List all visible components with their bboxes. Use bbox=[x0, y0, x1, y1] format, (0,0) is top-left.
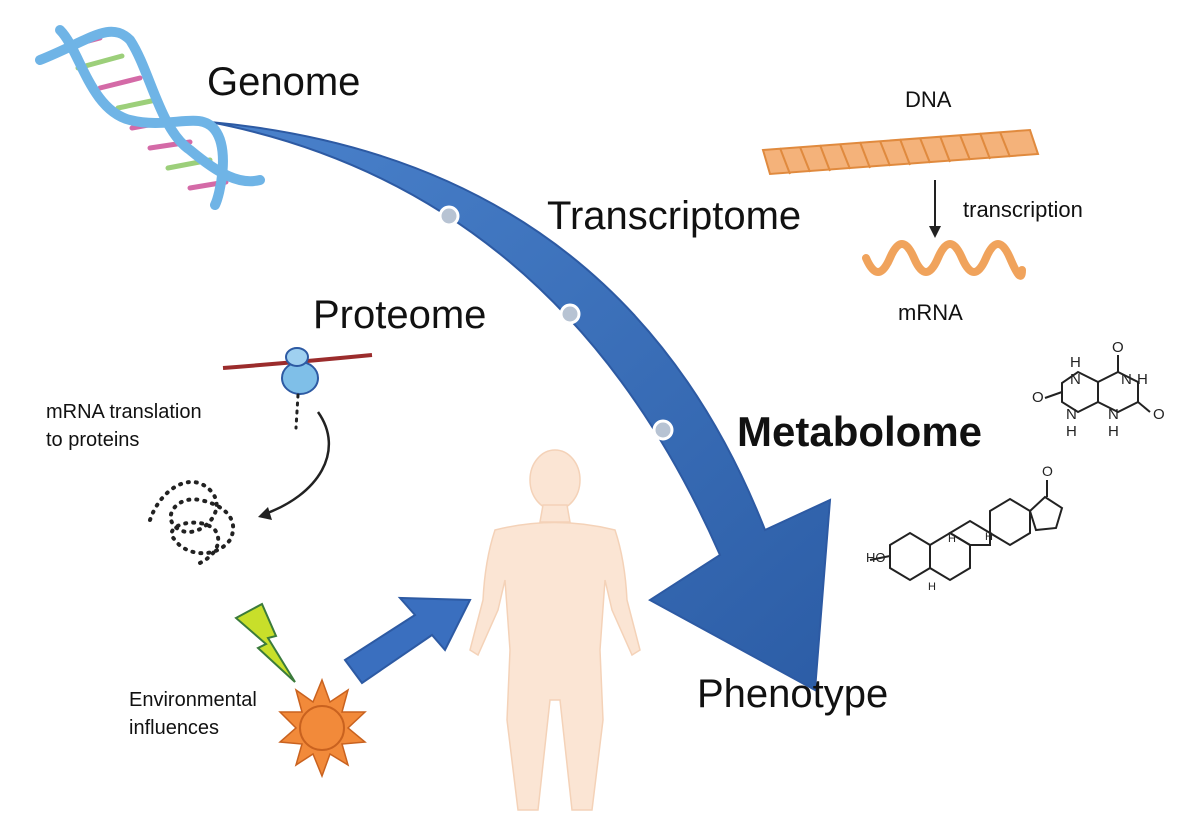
svg-text:H: H bbox=[948, 533, 956, 545]
translation-caption: mRNA translation to proteins bbox=[46, 398, 202, 454]
transcription-label: transcription bbox=[963, 197, 1083, 222]
dna-helix-icon bbox=[35, 25, 265, 210]
svg-text:N: N bbox=[1070, 371, 1081, 388]
mrna-label: mRNA bbox=[898, 300, 963, 325]
svg-text:H: H bbox=[985, 531, 993, 543]
translation-caption-line1: mRNA translation bbox=[46, 401, 202, 423]
svg-text:O: O bbox=[1112, 339, 1124, 356]
environment-caption-line2: influences bbox=[129, 717, 220, 739]
arrow-node-dot bbox=[652, 419, 674, 441]
genome-label: Genome bbox=[207, 60, 361, 104]
transcriptome-label: Transcriptome bbox=[547, 194, 802, 238]
svg-text:H: H bbox=[1108, 423, 1119, 440]
metabolome-label: Metabolome bbox=[737, 408, 983, 455]
environment-caption-line1: Environmental bbox=[129, 689, 257, 711]
svg-text:H: H bbox=[1137, 371, 1148, 388]
svg-text:H: H bbox=[1070, 354, 1081, 371]
sun-icon bbox=[278, 677, 367, 779]
dna-strand-icon bbox=[761, 128, 1040, 176]
svg-text:O: O bbox=[1042, 463, 1053, 479]
svg-text:N: N bbox=[1066, 406, 1077, 423]
steroid-atom-labels: HO O H H H bbox=[866, 463, 1053, 593]
svg-text:H: H bbox=[1066, 423, 1077, 440]
svg-text:HO: HO bbox=[866, 550, 886, 565]
translation-arrowhead bbox=[258, 507, 272, 520]
dna-label: DNA bbox=[905, 87, 952, 112]
translation-arrow bbox=[261, 411, 330, 517]
human-body-icon bbox=[469, 449, 641, 811]
svg-text:N: N bbox=[1121, 371, 1132, 388]
svg-text:N: N bbox=[1108, 406, 1119, 423]
phenotype-label: Phenotype bbox=[697, 672, 889, 716]
steroid-molecule-icon bbox=[869, 480, 1064, 582]
arrow-node-dot bbox=[438, 205, 460, 227]
lightning-icon bbox=[234, 602, 296, 683]
mrna-strand-icon bbox=[862, 240, 1026, 280]
environment-caption: Environmental influences bbox=[129, 686, 257, 742]
svg-text:O: O bbox=[1153, 406, 1165, 423]
ribosome-icon bbox=[222, 347, 373, 430]
arrow-node-dot bbox=[559, 303, 581, 325]
environment-arrow bbox=[343, 596, 472, 685]
main-curved-arrow bbox=[209, 121, 832, 692]
protein-chain-icon bbox=[148, 479, 236, 567]
purine-molecule-icon bbox=[1044, 355, 1151, 414]
svg-text:H: H bbox=[928, 581, 936, 593]
svg-text:O: O bbox=[1032, 389, 1044, 406]
purine-atom-labels: H N O N H O O N H N H bbox=[1032, 339, 1165, 440]
transcription-arrow bbox=[929, 180, 941, 238]
proteome-label: Proteome bbox=[313, 293, 487, 337]
translation-caption-line2: to proteins bbox=[46, 429, 140, 451]
